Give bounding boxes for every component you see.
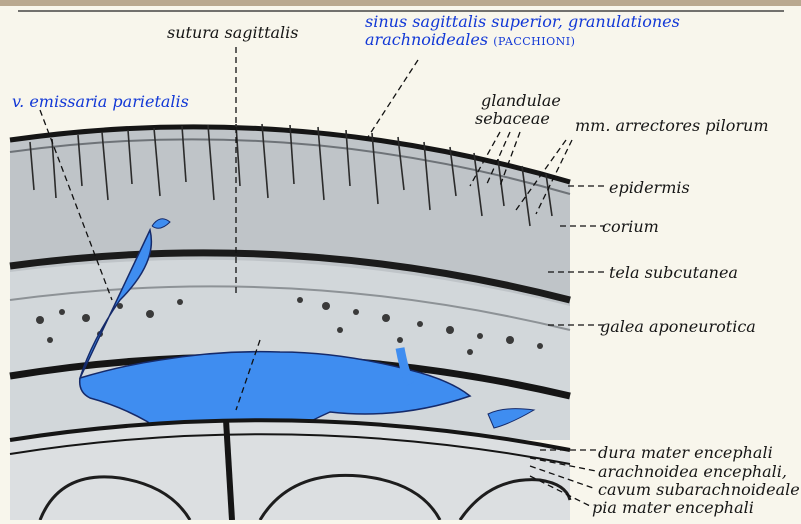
label-epidermis: epidermis — [609, 179, 690, 196]
label-mm-arrectores-pilorum: mm. arrectores pilorum — [575, 117, 769, 134]
label-arachnoidea: arachnoidea encephali, — [598, 463, 787, 480]
label-cavum-subarachnoideale: cavum subarachnoideale — [598, 481, 800, 498]
label-pia-mater: pia mater encephali — [592, 499, 754, 516]
label-corium: corium — [602, 218, 659, 235]
label-glandulae: glandulae — [481, 92, 561, 109]
label-tela-subcutanea: tela subcutanea — [609, 264, 738, 281]
label-dura-mater: dura mater encephali — [598, 444, 773, 461]
label-sinus-line2: arachnoideales (PACCHIONI) — [365, 31, 575, 50]
label-sebaceae: sebaceae — [475, 110, 550, 127]
label-galea-aponeurotica: galea aponeurotica — [600, 318, 756, 335]
label-sinus-arachnoideales: arachnoideales — [365, 30, 488, 49]
leader-sinus-surface — [366, 60, 418, 140]
label-v-emissaria-parietalis: v. emissaria parietalis — [12, 93, 189, 110]
label-sutura-sagittalis: sutura sagittalis — [167, 24, 298, 41]
label-sinus-line1: sinus sagittalis superior, granulationes — [365, 13, 680, 30]
top-photo-strip — [0, 0, 801, 6]
label-pacchioni: (PACCHIONI) — [493, 35, 575, 48]
